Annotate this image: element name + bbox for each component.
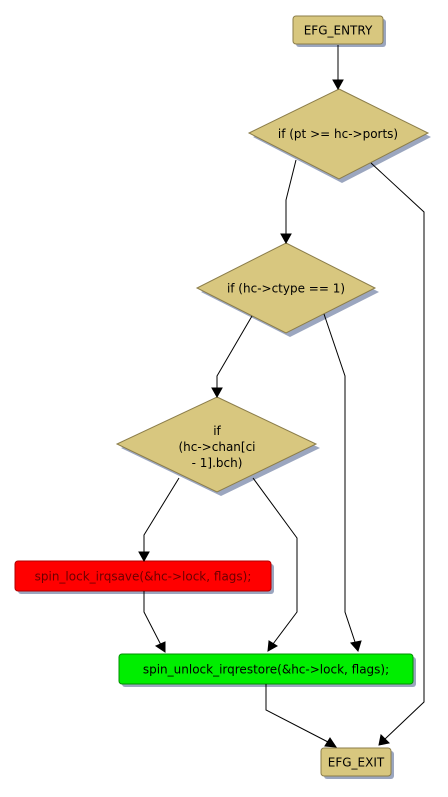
node-spin-lock: spin_lock_irqsave(&hc->lock, flags);: [14, 560, 274, 594]
node-spin-unlock: spin_unlock_irqrestore(&hc->lock, flags)…: [118, 653, 416, 687]
node-efg-exit: EFG_EXIT: [320, 747, 394, 779]
node-cond-ctype-label: if (hc->ctype == 1): [227, 282, 345, 296]
node-efg-entry-label: EFG_ENTRY: [304, 24, 373, 38]
edge-lock-to-unlock: [143, 591, 162, 646]
edge-cond-bch-to-unlock: [252, 477, 298, 645]
edge-unlock-to-exit: [265, 684, 329, 743]
edges: [138, 45, 425, 748]
node-cond-bch-label-line1: if: [213, 424, 221, 438]
node-spin-unlock-label: spin_unlock_irqrestore(&hc->lock, flags)…: [143, 663, 389, 677]
edge-cond-ctype-to-cond-bch: [216, 315, 253, 388]
edge-cond-ports-to-cond-ctype: [285, 159, 297, 234]
edge-cond-ctype-to-unlock: [323, 313, 357, 646]
node-cond-ports-label: if (pt >= hc->ports): [278, 127, 398, 141]
node-cond-bch-label-line3: - 1].bch): [192, 456, 243, 470]
edge-cond-ports-to-exit: [370, 162, 425, 740]
node-spin-lock-label: spin_lock_irqsave(&hc->lock, flags);: [35, 570, 252, 584]
node-cond-ports: if (pt >= hc->ports): [247, 88, 431, 183]
node-cond-bch-label-line2: (hc->chan[ci: [178, 440, 255, 454]
node-cond-bch: if (hc->chan[ci - 1].bch): [115, 396, 320, 496]
node-cond-ctype: if (hc->ctype == 1): [195, 242, 379, 337]
node-efg-entry: EFG_ENTRY: [292, 15, 386, 47]
node-efg-exit-label: EFG_EXIT: [328, 756, 385, 770]
edge-cond-bch-to-lock: [143, 477, 180, 552]
